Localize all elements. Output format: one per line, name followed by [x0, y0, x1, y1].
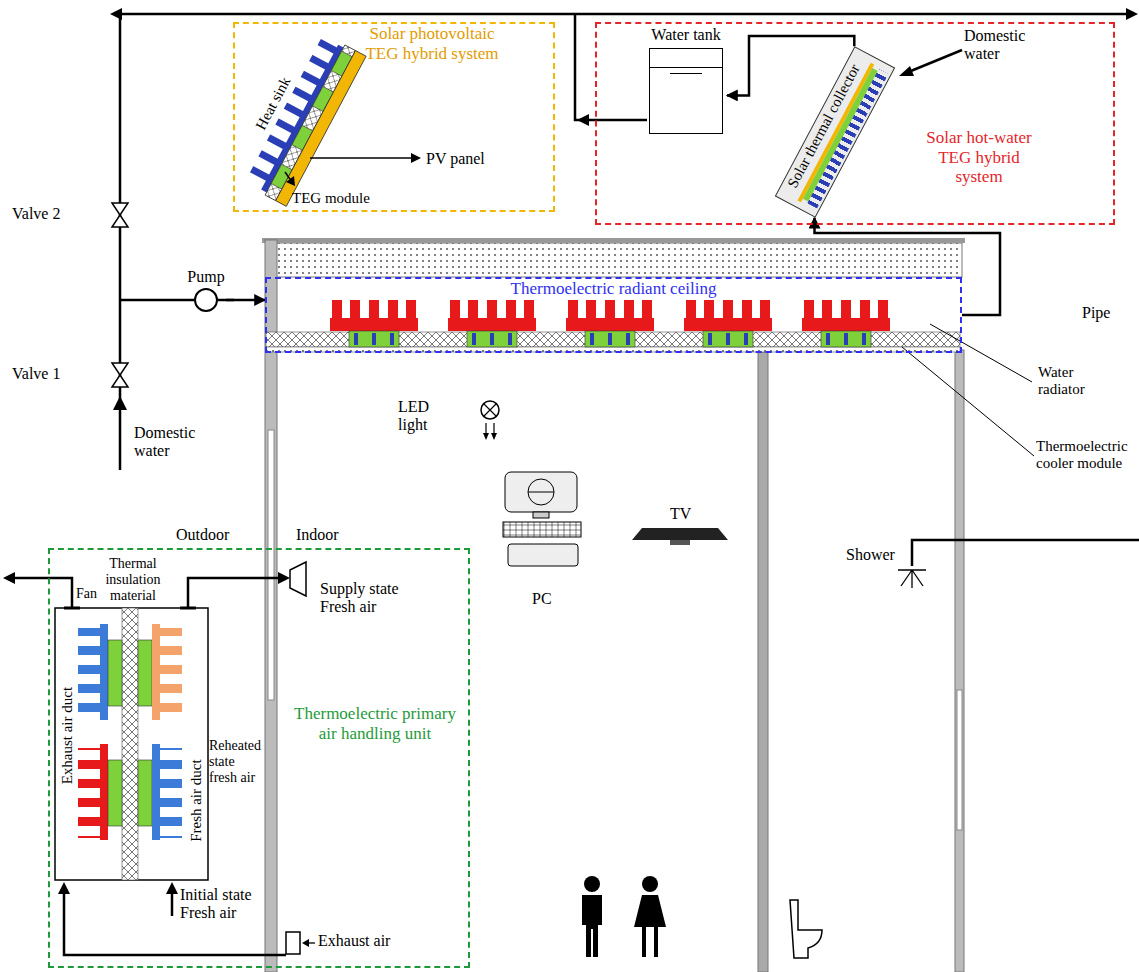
- node-label: Pump: [186, 268, 226, 286]
- flow-label: Domestic water: [964, 27, 1036, 64]
- valve-label: Valve 2: [12, 205, 60, 223]
- part-label: Thermal insulation material: [101, 556, 165, 604]
- part-label: Fresh air duct: [188, 759, 205, 841]
- part-label: Thermoelectric cooler module: [1036, 438, 1134, 473]
- flow-label: Initial state Fresh air: [180, 886, 264, 923]
- solar-collector: Solar thermal collector: [775, 46, 895, 218]
- zone-label: Indoor: [296, 526, 339, 544]
- pump-circle: [194, 288, 218, 312]
- valve-label: Valve 1: [12, 365, 60, 383]
- tank-body: [649, 48, 723, 134]
- part-label: LED light: [398, 398, 442, 435]
- flow-label: Domestic water: [134, 424, 206, 461]
- part-label: Shower: [846, 546, 895, 564]
- part-label: TV: [670, 505, 691, 523]
- part-label: TEG module: [292, 190, 370, 207]
- part-label: Exhaust air duct: [59, 686, 76, 783]
- part-label: PV panel: [426, 150, 485, 168]
- flow-label: Reheated state fresh air: [209, 738, 264, 786]
- water-tank: Water tank: [645, 26, 727, 138]
- dashed-group-box: Thermoelectric radiant ceiling: [265, 277, 962, 353]
- pipe-connector: [815, 218, 1001, 315]
- dashed-group-box: Thermoelectric primary air handling unit: [48, 548, 470, 968]
- part-label: Fan: [76, 586, 97, 602]
- part-label: Water radiator: [1038, 364, 1108, 399]
- node-label: Thermoelectric primary air handling unit: [288, 704, 462, 743]
- node-label: Thermoelectric radiant ceiling: [267, 279, 960, 298]
- water-level: [670, 73, 702, 74]
- dashed-group-box: Solar photovoltaic TEG hybrid system: [233, 22, 555, 212]
- node-label: Solar photovoltaic TEG hybrid system: [357, 24, 507, 63]
- part-label: PC: [532, 590, 552, 608]
- flow-label: Exhaust air: [318, 932, 390, 950]
- pump: Pump: [186, 268, 226, 312]
- node-label: Water tank: [645, 26, 727, 44]
- water-level: [650, 67, 722, 68]
- part-label: Pipe: [1082, 304, 1110, 322]
- dashed-group-box: Solar hot-water TEG hybrid system Water t…: [595, 22, 1115, 225]
- node-label: Solar hot-water TEG hybrid system: [919, 128, 1039, 187]
- pipe-connector: [226, 299, 265, 302]
- flow-label: Supply state Fresh air: [320, 580, 412, 617]
- zone-label: Outdoor: [176, 526, 229, 544]
